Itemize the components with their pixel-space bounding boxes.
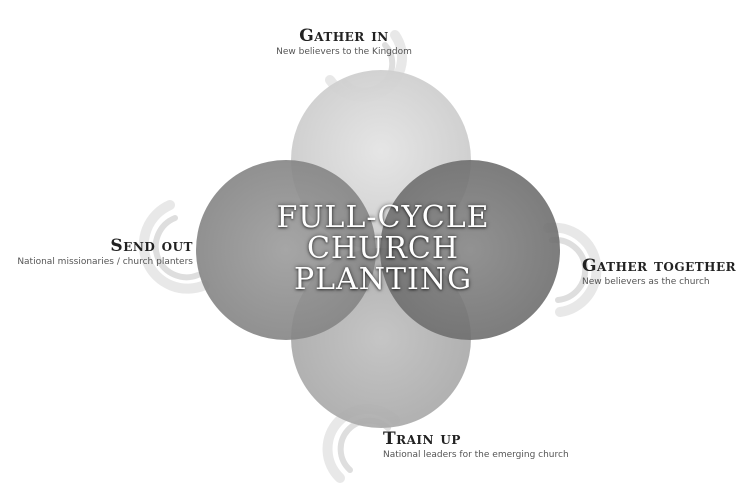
stage-title: Send out <box>110 236 193 256</box>
circle-send-out <box>196 160 376 340</box>
stage-title: Train up <box>383 429 461 449</box>
stage-send-out: Send out National missionaries / church … <box>8 236 193 268</box>
circle-gather-together <box>380 160 560 340</box>
stage-title: Gather in <box>299 26 389 46</box>
stage-subtitle: New believers as the church <box>582 277 710 287</box>
center-title: FULL-CYCLE CHURCH PLANTING <box>258 202 508 295</box>
center-title-line2: CHURCH <box>306 231 460 266</box>
stage-subtitle: National leaders for the emerging church <box>383 450 569 460</box>
center-title-line3: PLANTING <box>293 262 473 297</box>
swirl-right <box>543 222 602 317</box>
stage-title: Gather together <box>582 256 737 276</box>
stage-subtitle: New believers to the Kingdom <box>276 47 412 57</box>
stage-subtitle: National missionaries / church planters <box>17 257 193 267</box>
center-title-line1: FULL-CYCLE <box>276 200 490 235</box>
stage-gather-in: Gather in New believers to the Kingdom <box>0 26 688 58</box>
swirl-left <box>138 200 210 294</box>
stage-train-up: Train up National leaders for the emergi… <box>383 429 569 461</box>
stage-gather-together: Gather together New believers as the chu… <box>582 256 736 288</box>
